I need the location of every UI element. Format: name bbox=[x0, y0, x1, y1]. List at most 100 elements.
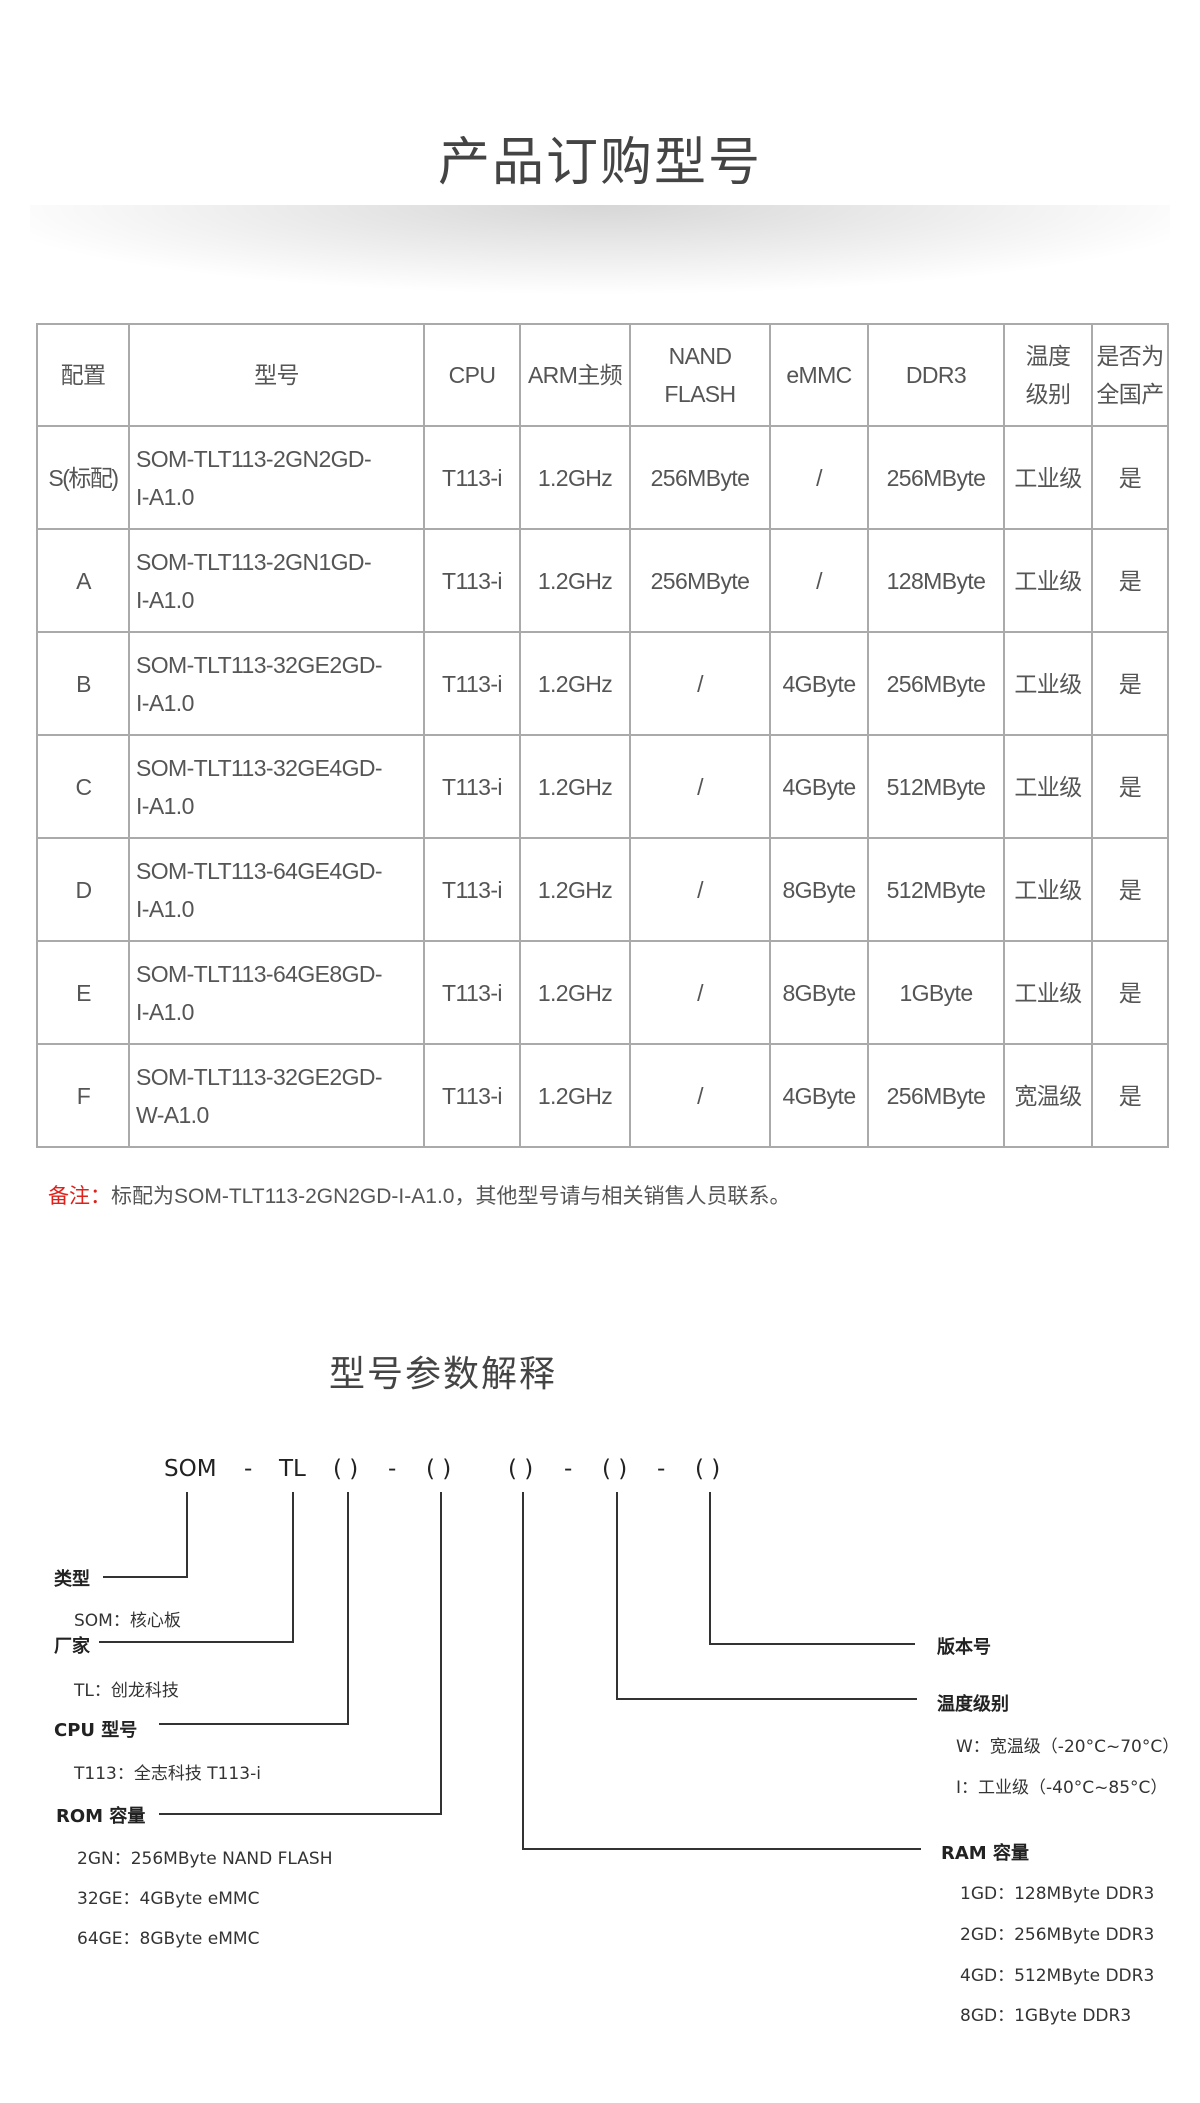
ddr3-cell: 256MByte bbox=[867, 631, 1005, 736]
temp-connector bbox=[616, 1492, 917, 1700]
model-line: SOM-TLT113-64GE8GD- bbox=[136, 960, 383, 987]
model-cell: SOM-TLT113-2GN1GD-I-A1.0 bbox=[128, 528, 425, 633]
temp-item: I：工业级（-40°C~85°C） bbox=[956, 1778, 1168, 1798]
config-cell: B bbox=[36, 631, 130, 736]
cpu-label: CPU 型号 bbox=[54, 1720, 138, 1741]
freq-cell: 1.2GHz bbox=[519, 425, 631, 530]
cpu-cell: T113-i bbox=[423, 837, 521, 942]
model-line: SOM-TLT113-32GE2GD- bbox=[136, 651, 383, 678]
model-cell: SOM-TLT113-32GE4GD- I-A1.0 bbox=[128, 734, 425, 839]
ram-item: 1GD：128MByte DDR3 bbox=[960, 1884, 1155, 1904]
cpu-cell: T113-i bbox=[423, 734, 521, 839]
temp-item: W：宽温级（-20°C~70°C） bbox=[956, 1737, 1180, 1757]
temp-cell: 工业级 bbox=[1003, 528, 1093, 633]
version-label: 版本号 bbox=[937, 1637, 991, 1658]
config-cell: S(标配) bbox=[36, 425, 130, 530]
freq-cell: 1.2GHz bbox=[519, 631, 631, 736]
ordering-table: 配置 型号 CPU ARM主频 NAND FLASH eMMC DDR3 温度级… bbox=[36, 323, 1169, 1148]
note-text: 标配为SOM-TLT113-2GN2GD-I-A1.0，其他型号请与相关销售人员… bbox=[111, 1185, 791, 1208]
note: 备注：标配为SOM-TLT113-2GN2GD-I-A1.0，其他型号请与相关销… bbox=[48, 1180, 790, 1210]
domestic-cell: 是 bbox=[1091, 528, 1169, 633]
model-cell: SOM-TLT113-32GE2GD- W-A1.0 bbox=[128, 1043, 425, 1148]
code-cpu-slot: ( ) bbox=[333, 1456, 359, 1482]
temp-cell: 工业级 bbox=[1003, 940, 1093, 1045]
temp-cell: 工业级 bbox=[1003, 425, 1093, 530]
header-ddr3: DDR3 bbox=[867, 323, 1005, 427]
vendor-label: 厂家 bbox=[54, 1636, 90, 1657]
code-dash: - bbox=[657, 1456, 666, 1482]
emmc-cell: 4GByte bbox=[769, 631, 869, 736]
freq-cell: 1.2GHz bbox=[519, 837, 631, 942]
code-rom-slot: ( ) bbox=[426, 1456, 452, 1482]
header-freq: ARM主频 bbox=[519, 323, 631, 427]
rom-item: 32GE：4GByte eMMC bbox=[77, 1889, 260, 1909]
vendor-item: TL：创龙科技 bbox=[74, 1681, 179, 1701]
model-line: SOM-TLT113-2GN2GD- bbox=[136, 445, 372, 472]
ram-item: 4GD：512MByte DDR3 bbox=[960, 1966, 1155, 1986]
freq-cell: 1.2GHz bbox=[519, 528, 631, 633]
temp-cell: 工业级 bbox=[1003, 631, 1093, 736]
model-line: SOM-TLT113-32GE2GD- bbox=[136, 1063, 383, 1090]
table-header-row: 配置 型号 CPU ARM主频 NAND FLASH eMMC DDR3 温度级… bbox=[36, 323, 1169, 427]
nand-cell: / bbox=[629, 940, 771, 1045]
page-title: 产品订购型号 bbox=[437, 134, 762, 192]
ddr3-cell: 512MByte bbox=[867, 837, 1005, 942]
freq-cell: 1.2GHz bbox=[519, 1043, 631, 1148]
domestic-cell: 是 bbox=[1091, 940, 1169, 1045]
nand-cell: / bbox=[629, 734, 771, 839]
ddr3-cell: 256MByte bbox=[867, 425, 1005, 530]
emmc-cell: 8GByte bbox=[769, 837, 869, 942]
nand-cell: 256MByte bbox=[629, 425, 771, 530]
config-cell: E bbox=[36, 940, 130, 1045]
diagram-title: 型号参数解释 bbox=[329, 1353, 558, 1394]
code-tl: TL bbox=[279, 1456, 306, 1482]
code-version-slot: ( ) bbox=[695, 1456, 721, 1482]
cpu-cell: T113-i bbox=[423, 631, 521, 736]
config-cell: C bbox=[36, 734, 130, 839]
cpu-cell: T113-i bbox=[423, 940, 521, 1045]
code-som: SOM bbox=[164, 1456, 217, 1482]
emmc-cell: 4GByte bbox=[769, 1043, 869, 1148]
ram-item: 2GD：256MByte DDR3 bbox=[960, 1925, 1155, 1945]
type-item: SOM：核心板 bbox=[74, 1611, 181, 1631]
emmc-cell: 4GByte bbox=[769, 734, 869, 839]
ddr3-cell: 256MByte bbox=[867, 1043, 1005, 1148]
header-cpu: CPU bbox=[423, 323, 521, 427]
model-line: SOM-TLT113-32GE4GD- bbox=[136, 754, 383, 781]
code-dash: - bbox=[564, 1456, 573, 1482]
header-config: 配置 bbox=[36, 323, 130, 427]
temp-label: 温度级别 bbox=[937, 1694, 1009, 1715]
temp-cell: 工业级 bbox=[1003, 734, 1093, 839]
cpu-connector bbox=[159, 1492, 349, 1725]
nand-cell: / bbox=[629, 1043, 771, 1148]
model-cell: SOM-TLT113-64GE4GD- I-A1.0 bbox=[128, 837, 425, 942]
temp-cell: 工业级 bbox=[1003, 837, 1093, 942]
model-line: I-A1.0 bbox=[136, 792, 194, 819]
model-cell: SOM-TLT113-2GN2GD- I-A1.0 bbox=[128, 425, 425, 530]
cpu-cell: T113-i bbox=[423, 1043, 521, 1148]
rom-item: 64GE：8GByte eMMC bbox=[77, 1929, 260, 1949]
title-shadow-divider bbox=[30, 205, 1170, 295]
model-line: W-A1.0 bbox=[136, 1101, 209, 1128]
model-line: I-A1.0 bbox=[136, 689, 194, 716]
model-line: I-A1.0 bbox=[136, 483, 194, 510]
domestic-cell: 是 bbox=[1091, 425, 1169, 530]
ram-item: 8GD：1GByte DDR3 bbox=[960, 2006, 1132, 2026]
ddr3-cell: 128MByte bbox=[867, 528, 1005, 633]
config-cell: D bbox=[36, 837, 130, 942]
emmc-cell: / bbox=[769, 528, 869, 633]
code-dash: - bbox=[244, 1456, 253, 1482]
model-line: I-A1.0 bbox=[136, 895, 194, 922]
type-connector bbox=[103, 1492, 188, 1578]
model-line: SOM-TLT113-64GE4GD- bbox=[136, 857, 383, 884]
note-label: 备注： bbox=[48, 1185, 111, 1208]
nand-cell: / bbox=[629, 631, 771, 736]
header-domestic: 是否为全国产 bbox=[1091, 323, 1169, 427]
type-label: 类型 bbox=[54, 1569, 90, 1590]
ram-connector bbox=[522, 1492, 921, 1850]
